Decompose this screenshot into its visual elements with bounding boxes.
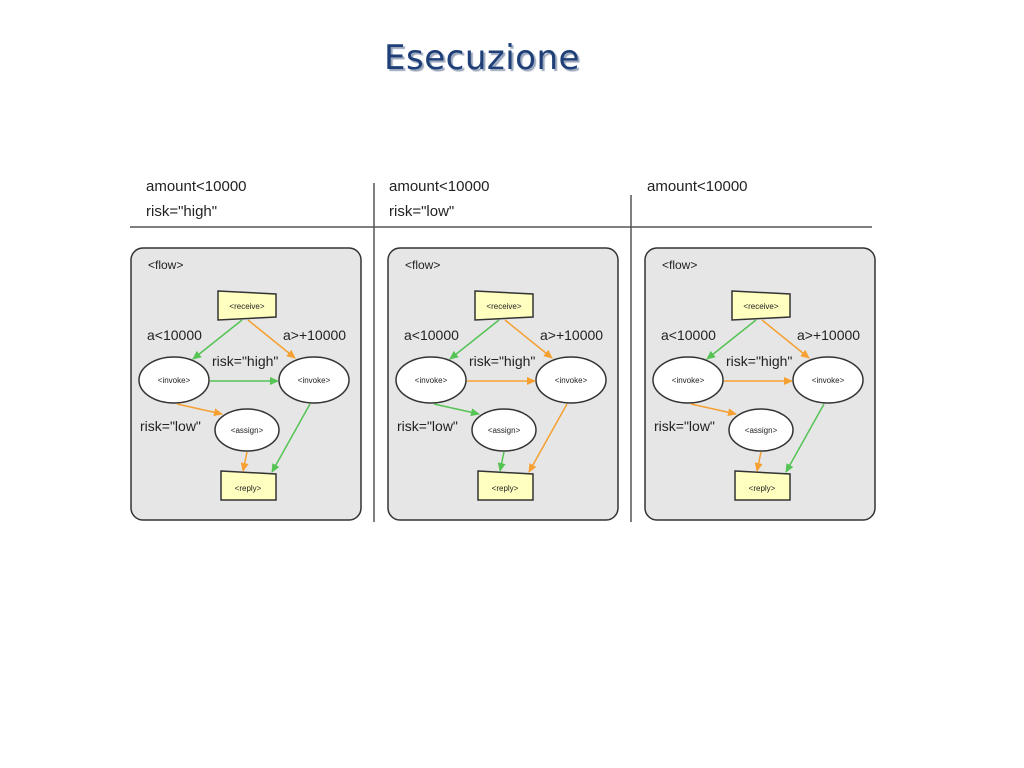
reply-label: <reply> — [235, 484, 262, 493]
edge-label-high-amount: a>+10000 — [797, 327, 860, 343]
edge-label-risk-low: risk="low" — [140, 418, 201, 434]
scenario-column: amount<10000 risk="high" <flow> <receive… — [130, 178, 362, 521]
assign-label: <assign> — [231, 426, 264, 435]
reply-activity — [220, 470, 277, 501]
edge-invoke-left-to-assign — [690, 403, 737, 417]
invoke-right-node — [278, 356, 350, 404]
assign-node — [471, 408, 537, 452]
assign-label: <assign> — [488, 426, 521, 435]
invoke-right-label: <invoke> — [812, 376, 845, 385]
flow-container — [387, 247, 619, 521]
edge-invoke-right-to-reply — [271, 403, 311, 473]
invoke-left-label: <invoke> — [672, 376, 705, 385]
reply-label: <reply> — [749, 484, 776, 493]
receive-label: <receive> — [486, 302, 521, 311]
edge-label-risk-high: risk="high" — [469, 353, 535, 369]
edge-label-risk-low: risk="low" — [397, 418, 458, 434]
reply-activity — [734, 470, 791, 501]
invoke-left-label: <invoke> — [158, 376, 191, 385]
receive-activity — [474, 290, 534, 321]
slide-title: Esecuzione — [384, 38, 580, 78]
edge-receive-to-invoke-left — [706, 319, 757, 360]
flow-container — [644, 247, 876, 521]
edge-receive-to-invoke-left — [449, 319, 500, 360]
flow-label: <flow> — [405, 258, 440, 272]
receive-label: <receive> — [229, 302, 264, 311]
invoke-left-node — [652, 356, 724, 404]
invoke-right-node — [535, 356, 607, 404]
header-condition-amount: amount<10000 — [389, 178, 490, 195]
assign-node — [214, 408, 280, 452]
header-condition-risk: risk="low" — [389, 203, 454, 220]
edge-invoke-left-to-assign — [176, 403, 223, 417]
edge-invoke-right-to-reply — [785, 403, 825, 473]
scenario-column: amount<10000 risk="low" <flow> <receive>… — [387, 178, 619, 521]
edge-receive-to-invoke-left — [192, 319, 243, 360]
edge-label-low-amount: a<10000 — [661, 327, 716, 343]
header-condition-amount: amount<10000 — [647, 178, 748, 195]
assign-node — [728, 408, 794, 452]
reply-label: <reply> — [492, 484, 519, 493]
edge-label-low-amount: a<10000 — [147, 327, 202, 343]
invoke-right-label: <invoke> — [298, 376, 331, 385]
edge-assign-to-reply — [240, 451, 249, 472]
flow-label: <flow> — [148, 258, 183, 272]
scenario-column: amount<10000 <flow> <receive> a<10000 a>… — [644, 178, 876, 521]
edge-label-high-amount: a>+10000 — [540, 327, 603, 343]
receive-label: <receive> — [743, 302, 778, 311]
edge-assign-to-reply — [754, 451, 763, 472]
edge-receive-to-invoke-right — [504, 319, 553, 359]
invoke-left-label: <invoke> — [415, 376, 448, 385]
assign-label: <assign> — [745, 426, 778, 435]
edge-assign-to-reply — [497, 451, 506, 472]
invoke-right-label: <invoke> — [555, 376, 588, 385]
header-condition-amount: amount<10000 — [146, 178, 247, 195]
edge-receive-to-invoke-right — [761, 319, 810, 359]
edge-invoke-right-to-reply — [528, 403, 568, 473]
edge-label-low-amount: a<10000 — [404, 327, 459, 343]
edge-label-risk-high: risk="high" — [212, 353, 278, 369]
header-condition-risk: risk="high" — [146, 203, 217, 220]
edge-receive-to-invoke-right — [247, 319, 296, 359]
invoke-right-node — [792, 356, 864, 404]
flow-container — [130, 247, 362, 521]
edge-label-high-amount: a>+10000 — [283, 327, 346, 343]
invoke-left-node — [138, 356, 210, 404]
reply-activity — [477, 470, 534, 501]
edge-label-risk-high: risk="high" — [726, 353, 792, 369]
invoke-left-node — [395, 356, 467, 404]
flow-label: <flow> — [662, 258, 697, 272]
receive-activity — [731, 290, 791, 321]
edge-label-risk-low: risk="low" — [654, 418, 715, 434]
receive-activity — [217, 290, 277, 321]
edge-invoke-left-to-assign — [433, 403, 480, 417]
